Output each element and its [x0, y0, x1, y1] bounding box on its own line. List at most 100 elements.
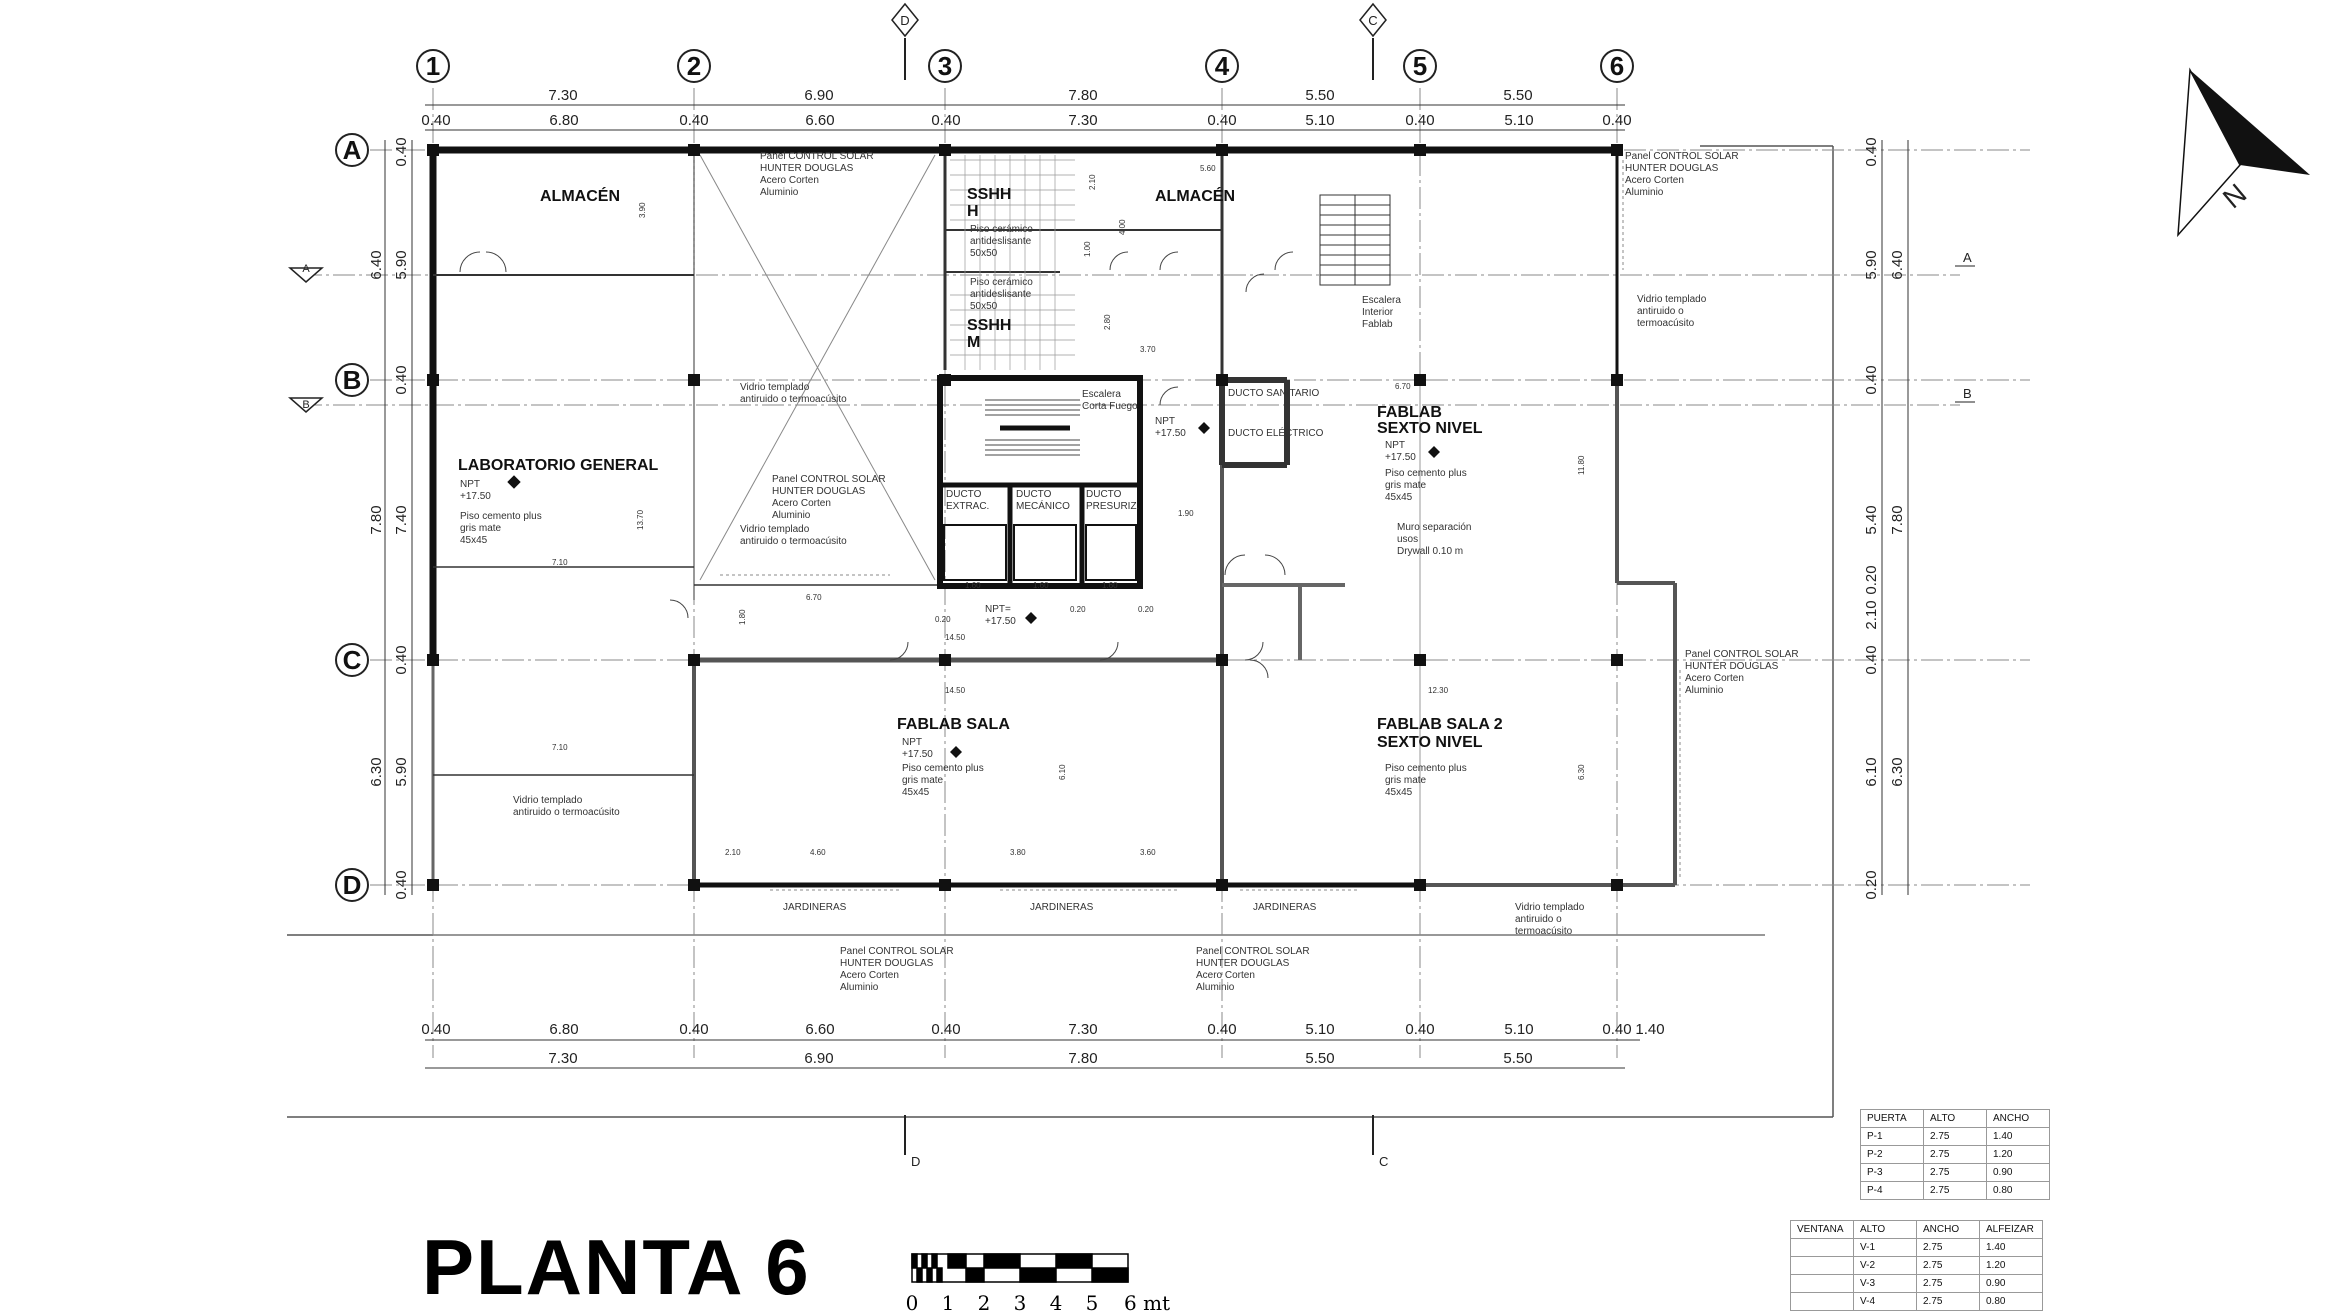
svg-text:6.70: 6.70	[806, 593, 822, 602]
svg-text:A: A	[1963, 250, 1972, 265]
section-d-bottom-label: D	[911, 1154, 920, 1169]
svg-text:Aluminio: Aluminio	[772, 510, 811, 521]
svg-text:gris mate: gris mate	[460, 523, 502, 534]
svg-text:0.40: 0.40	[1602, 1021, 1631, 1038]
left-dimensions: 0.40 5.90 0.40 7.40 0.40 5.90 0.40 6.40 …	[368, 137, 410, 899]
svg-text:6.60: 6.60	[805, 1021, 834, 1038]
svg-text:14.50: 14.50	[945, 686, 966, 695]
svg-text:Panel CONTROL SOLAR: Panel CONTROL SOLAR	[840, 946, 954, 957]
svg-text:7.10: 7.10	[552, 743, 568, 752]
svg-text:6.90: 6.90	[804, 87, 833, 104]
svg-text:0.40: 0.40	[931, 1021, 960, 1038]
room-labels: ALMACÉN ALMACÉN SSHH H SSHH M LABORATORI…	[458, 186, 1503, 751]
section-marker-a-left: A	[288, 263, 324, 283]
door-col-header: PUERTA	[1860, 1109, 1924, 1128]
svg-text:DUCTO: DUCTO	[946, 489, 982, 500]
svg-text:5.90: 5.90	[393, 757, 410, 786]
svg-text:NPT: NPT	[1155, 416, 1175, 427]
svg-text:MECÁNICO: MECÁNICO	[1016, 499, 1070, 512]
svg-text:Acero Corten: Acero Corten	[1685, 673, 1744, 684]
svg-text:Vidrio templado: Vidrio templado	[1515, 902, 1585, 913]
svg-text:NPT=: NPT=	[985, 604, 1011, 615]
svg-text:0.40: 0.40	[393, 870, 410, 899]
svg-text:termoacúsito: termoacúsito	[1515, 926, 1573, 937]
svg-text:0.40: 0.40	[393, 365, 410, 394]
svg-text:7.30: 7.30	[1068, 112, 1097, 129]
svg-text:1: 1	[942, 1291, 955, 1311]
interior-stair	[1319, 194, 1391, 286]
svg-text:2.80: 2.80	[1103, 314, 1112, 330]
svg-text:Aluminio: Aluminio	[840, 982, 879, 993]
room-fablab-1: FABLAB	[1377, 404, 1442, 421]
svg-text:13.70: 13.70	[636, 509, 645, 530]
svg-text:0.40: 0.40	[421, 112, 450, 129]
svg-text:Piso cerámico: Piso cerámico	[970, 277, 1033, 288]
svg-text:B: B	[302, 399, 309, 411]
svg-text:7.30: 7.30	[548, 1050, 577, 1067]
room-almacen-2: ALMACÉN	[1155, 186, 1235, 205]
svg-text:C: C	[343, 645, 362, 675]
svg-text:4.60: 4.60	[810, 848, 826, 857]
svg-text:Interior: Interior	[1362, 307, 1394, 318]
svg-text:B: B	[1963, 386, 1972, 401]
svg-text:6.90: 6.90	[804, 1050, 833, 1067]
svg-text:0.40: 0.40	[1207, 112, 1236, 129]
svg-text:Corta Fuego: Corta Fuego	[1082, 401, 1138, 412]
svg-text:antiruido o termoacúsito: antiruido o termoacúsito	[513, 807, 620, 818]
svg-text:1.40: 1.40	[1635, 1021, 1664, 1038]
svg-text:6.30: 6.30	[1577, 764, 1586, 780]
section-marker-c-top: C	[1359, 2, 1387, 38]
svg-text:50x50: 50x50	[970, 248, 998, 259]
svg-text:0.40: 0.40	[1863, 137, 1880, 166]
svg-text:HUNTER DOUGLAS: HUNTER DOUGLAS	[772, 486, 866, 497]
svg-text:gris mate: gris mate	[1385, 775, 1427, 786]
svg-text:45x45: 45x45	[460, 535, 488, 546]
facade-panels	[433, 160, 1765, 936]
note-jardineras-3: JARDINERAS	[1253, 902, 1317, 913]
svg-text:Aluminio: Aluminio	[1685, 685, 1724, 696]
svg-text:usos: usos	[1397, 534, 1418, 545]
inner-dimensions: 5.60 2.10 1.00 2.80 3.70 1.90 6.70 7.10 …	[552, 164, 1586, 857]
svg-text:Aluminio: Aluminio	[760, 187, 799, 198]
row-bubbles: A B C D	[335, 133, 369, 902]
svg-text:0.20: 0.20	[1138, 605, 1154, 614]
svg-text:Vidrio templado: Vidrio templado	[1637, 294, 1707, 305]
svg-text:1.80: 1.80	[738, 609, 747, 625]
column-bubble-5: 5	[1403, 49, 1437, 83]
svg-text:5.40: 5.40	[1863, 505, 1880, 534]
svg-text:2.10: 2.10	[1863, 600, 1880, 629]
note-jardineras-2: JARDINERAS	[1030, 902, 1094, 913]
svg-text:45x45: 45x45	[1385, 787, 1413, 798]
svg-text:6.30: 6.30	[1889, 757, 1906, 786]
svg-text:0.40: 0.40	[679, 112, 708, 129]
void-diagonals	[699, 154, 936, 581]
section-cut-lines	[904, 38, 1374, 1155]
svg-text:0.20: 0.20	[935, 615, 951, 624]
svg-text:Aluminio: Aluminio	[1625, 187, 1664, 198]
dimension-lines	[384, 104, 1909, 1069]
top-dimensions: 7.30 6.90 7.80 5.50 5.50 0.40 6.80 0.40 …	[421, 87, 1631, 129]
svg-text:+17.50: +17.50	[460, 491, 491, 502]
svg-text:Aluminio: Aluminio	[1196, 982, 1235, 993]
svg-text:antiruido o: antiruido o	[1637, 306, 1684, 317]
svg-text:HUNTER DOUGLAS: HUNTER DOUGLAS	[1685, 661, 1779, 672]
svg-text:6.10: 6.10	[1863, 757, 1880, 786]
svg-text:HUNTER DOUGLAS: HUNTER DOUGLAS	[840, 958, 934, 969]
svg-text:1: 1	[426, 51, 440, 81]
svg-text:+17.50: +17.50	[1155, 428, 1186, 439]
svg-text:+17.50: +17.50	[1385, 452, 1416, 463]
room-sshh-h-1: SSHH	[967, 186, 1011, 203]
svg-text:2: 2	[978, 1291, 991, 1311]
